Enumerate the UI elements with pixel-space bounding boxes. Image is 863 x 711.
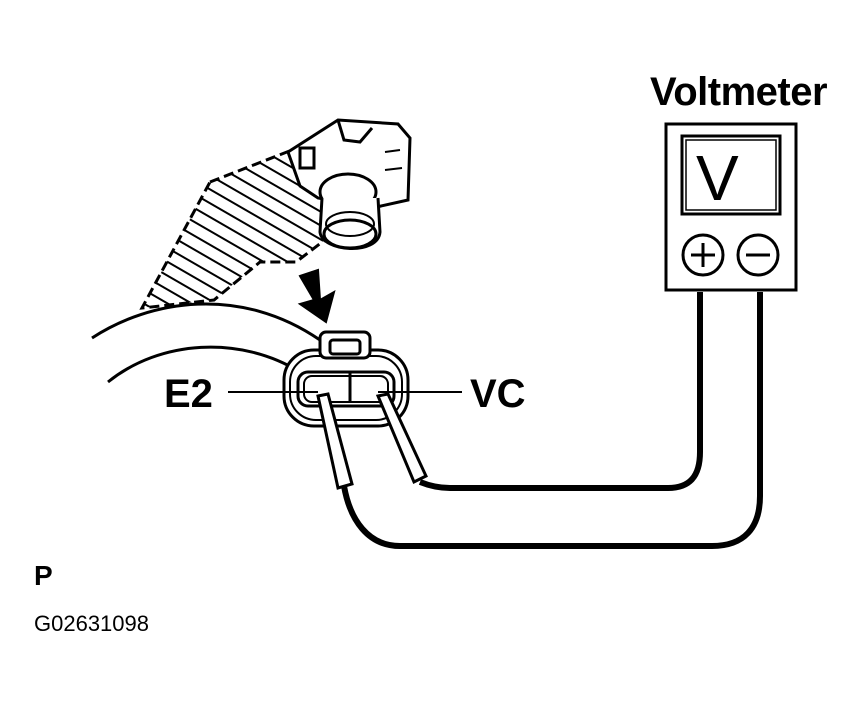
sensor-connector <box>282 330 410 428</box>
vacuum-hose-outer <box>91 302 321 342</box>
page-code: P <box>34 560 53 591</box>
voltmeter-display-symbol: V <box>696 142 739 214</box>
pressure-sensor <box>286 118 412 250</box>
wire-vc-to-plus <box>418 292 703 491</box>
figure-id: G02631098 <box>34 611 149 636</box>
voltmeter-title: Voltmeter <box>650 70 828 114</box>
voltmeter-display <box>680 134 782 216</box>
probe-vc <box>375 392 428 485</box>
voltmeter <box>664 122 798 292</box>
probe-e2 <box>316 392 354 490</box>
sensor-bracket-hatched <box>139 148 340 310</box>
vacuum-hose-inner <box>107 345 301 384</box>
plus-icon <box>681 233 725 277</box>
minus-icon <box>736 233 780 277</box>
direction-arrow <box>297 268 336 324</box>
terminal-vc-label: VC <box>470 372 526 416</box>
terminal-e2-label: E2 <box>164 372 213 416</box>
wire-e2-to-minus <box>341 292 763 549</box>
